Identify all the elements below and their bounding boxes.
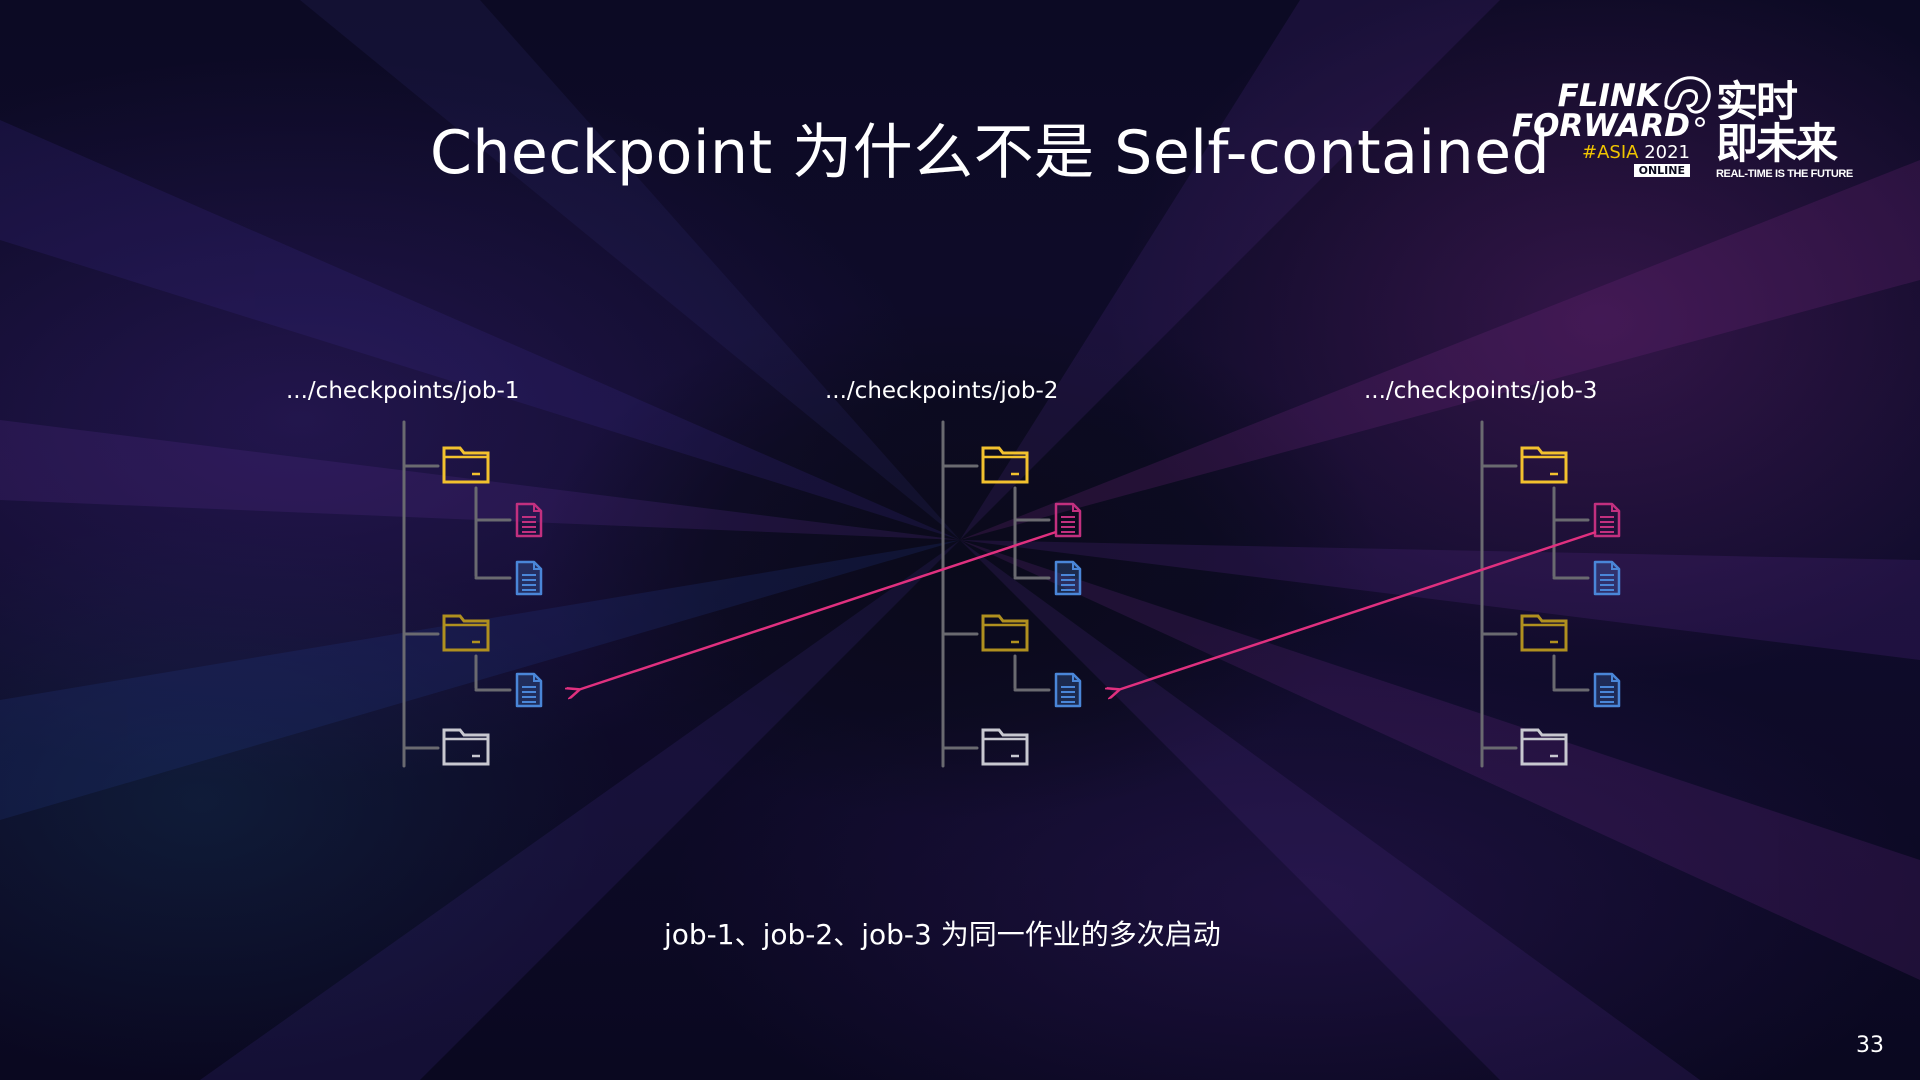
checkpoint-tree-job-1: .../checkpoints/job-1	[286, 378, 646, 798]
logo-cn-line-2: 即未来	[1716, 119, 1838, 168]
checkpoint-tree-job-3: .../checkpoints/job-3	[1364, 378, 1724, 798]
tree-path-label: .../checkpoints/job-3	[1364, 378, 1598, 404]
logo-tagline: REAL-TIME IS THE FUTURE	[1716, 168, 1853, 180]
folder-icon	[442, 444, 490, 488]
folder-icon	[981, 726, 1029, 770]
slide-title: Checkpoint 为什么不是 Self-contained	[430, 118, 1551, 188]
folder-icon	[981, 612, 1029, 656]
flink-forward-logo: FLINK FORWARD #ASIA 2021 ONLINE	[1512, 76, 1711, 182]
page-number: 33	[1856, 1033, 1884, 1058]
file-icon	[1053, 560, 1083, 600]
squirrel-icon	[1664, 76, 1711, 127]
file-icon	[1053, 672, 1083, 712]
tree-path-label: .../checkpoints/job-1	[286, 378, 520, 404]
folder-icon	[1520, 612, 1568, 656]
file-icon	[1592, 672, 1622, 712]
file-icon	[514, 672, 544, 712]
logo-forward-text: FORWARD	[1511, 108, 1690, 144]
file-icon	[514, 560, 544, 600]
tree-connector-lines	[402, 420, 512, 768]
file-icon	[1592, 560, 1622, 600]
folder-icon	[1520, 726, 1568, 770]
logo-asia-hash: #ASIA	[1582, 142, 1639, 163]
checkpoint-tree-job-2: .../checkpoints/job-2	[825, 378, 1185, 798]
logo-asia-text: #ASIA 2021	[1582, 142, 1690, 163]
folder-icon	[442, 726, 490, 770]
folder-icon	[1520, 444, 1568, 488]
logo-online-badge: ONLINE	[1633, 164, 1690, 177]
file-icon	[1053, 502, 1083, 542]
tree-path-label: .../checkpoints/job-2	[825, 378, 1059, 404]
logo-asia-year: 2021	[1644, 142, 1690, 163]
folder-icon	[981, 444, 1029, 488]
folder-icon	[442, 612, 490, 656]
slide-caption: job-1、job-2、job-3 为同一作业的多次启动	[664, 918, 1221, 951]
file-icon	[514, 502, 544, 542]
realtime-future-logo: 实时 即未来 REAL-TIME IS THE FUTURE	[1714, 77, 1853, 184]
file-icon	[1592, 502, 1622, 542]
logo-flink-text: FLINK	[1557, 78, 1660, 114]
logo-cn-line-1: 实时	[1716, 77, 1798, 126]
